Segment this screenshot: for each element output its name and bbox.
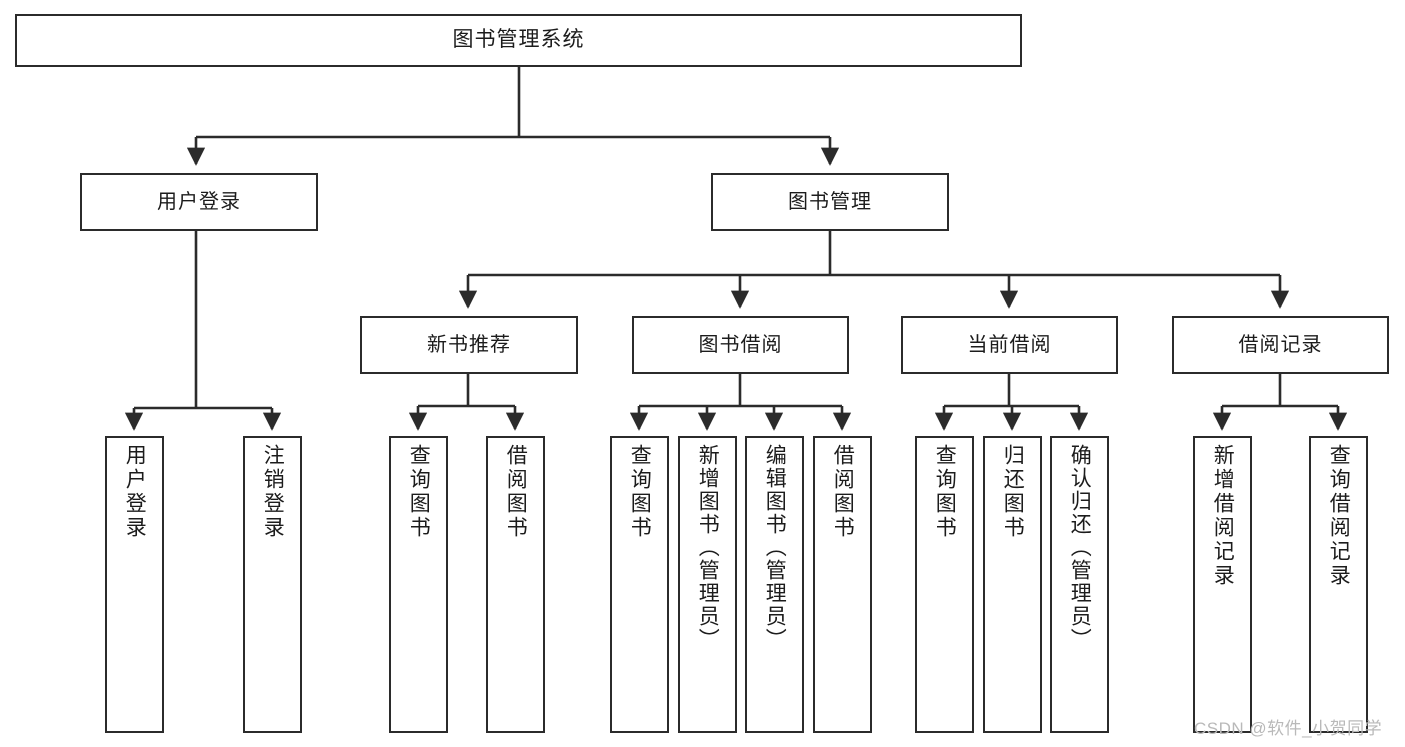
node-label: 注销登录 <box>261 444 285 540</box>
leaf-current-borrow-confirm-return[interactable]: 确认归还（管理员） <box>1050 436 1109 733</box>
node-label: 当前借阅 <box>967 333 1052 356</box>
node-label: 借阅图书 <box>504 444 528 540</box>
node-label: 查询借阅记录 <box>1327 444 1351 588</box>
node-label: 图书管理 <box>788 190 872 213</box>
leaf-book-borrow-borrow[interactable]: 借阅图书 <box>813 436 872 733</box>
leaf-current-borrow-return[interactable]: 归还图书 <box>983 436 1042 733</box>
node-label: 借阅图书 <box>831 444 855 540</box>
node-label: 用户登录 <box>157 190 241 213</box>
node-label: 编辑图书（管理员） <box>763 444 787 651</box>
node-label: 图书管理系统 <box>452 28 585 52</box>
node-book-management[interactable]: 图书管理 <box>711 173 949 231</box>
node-label: 图书借阅 <box>698 333 783 356</box>
leaf-book-borrow-query[interactable]: 查询图书 <box>610 436 669 733</box>
leaf-current-borrow-query[interactable]: 查询图书 <box>915 436 974 733</box>
leaf-user-login-login[interactable]: 用户登录 <box>105 436 164 733</box>
leaf-borrow-record-add[interactable]: 新增借阅记录 <box>1193 436 1252 733</box>
node-label: 借阅记录 <box>1238 333 1323 356</box>
node-label: 查询图书 <box>933 444 957 540</box>
node-new-book-recommend[interactable]: 新书推荐 <box>360 316 578 374</box>
leaf-book-borrow-add[interactable]: 新增图书（管理员） <box>678 436 737 733</box>
node-label: 归还图书 <box>1001 444 1025 540</box>
leaf-new-book-query[interactable]: 查询图书 <box>389 436 448 733</box>
leaf-book-borrow-edit[interactable]: 编辑图书（管理员） <box>745 436 804 733</box>
node-label: 新增借阅记录 <box>1211 444 1235 588</box>
node-label: 新增图书（管理员） <box>696 444 720 651</box>
node-label: 查询图书 <box>407 444 431 540</box>
node-label: 查询图书 <box>628 444 652 540</box>
node-label: 新书推荐 <box>427 333 511 356</box>
node-borrow-record[interactable]: 借阅记录 <box>1172 316 1389 374</box>
leaf-borrow-record-query[interactable]: 查询借阅记录 <box>1309 436 1368 733</box>
node-label: 确认归还（管理员） <box>1068 444 1092 651</box>
node-user-login[interactable]: 用户登录 <box>80 173 318 231</box>
leaf-new-book-borrow[interactable]: 借阅图书 <box>486 436 545 733</box>
node-root-system[interactable]: 图书管理系统 <box>15 14 1022 67</box>
node-book-borrow[interactable]: 图书借阅 <box>632 316 849 374</box>
node-current-borrow[interactable]: 当前借阅 <box>901 316 1118 374</box>
csdn-watermark: CSDN @软件_小贺同学 <box>1194 719 1383 738</box>
leaf-user-login-logout[interactable]: 注销登录 <box>243 436 302 733</box>
node-label: 用户登录 <box>123 444 147 540</box>
